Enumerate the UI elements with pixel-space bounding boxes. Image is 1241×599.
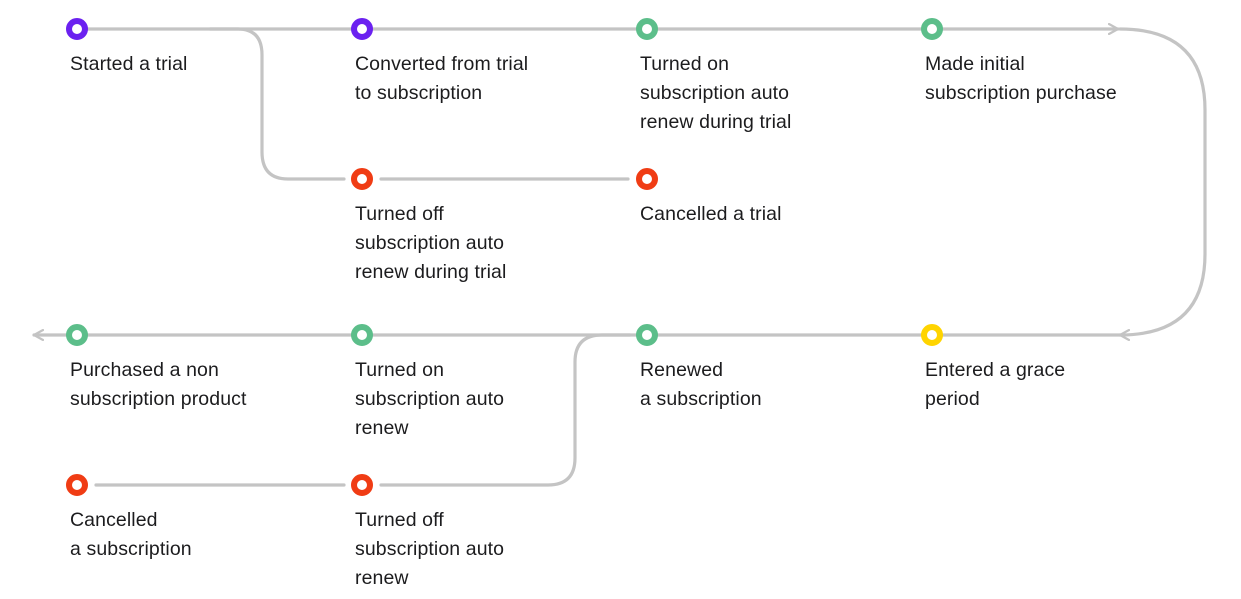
node-cancelled-a-trial[interactable] xyxy=(636,168,658,190)
node-turned-off-subscription-auto-renew-during-trial[interactable] xyxy=(351,168,373,190)
node-label-entered-a-grace-period: Entered a grace period xyxy=(925,359,1066,410)
node-label-turned-on-subscription-auto-renew: Turned on subscription auto renew xyxy=(355,359,505,439)
node-turned-on-subscription-auto-renew[interactable] xyxy=(351,324,373,346)
node-turned-on-subscription-auto-renew-during-trial[interactable] xyxy=(636,18,658,40)
node-label-made-initial-subscription-purchase: Made initial subscription purchase xyxy=(925,53,1117,104)
connector-wrap-around-right xyxy=(1118,27,1207,335)
node-made-initial-subscription-purchase[interactable] xyxy=(921,18,943,40)
node-cancelled-a-subscription[interactable] xyxy=(66,474,88,496)
node-purchased-a-non-subscription-product[interactable] xyxy=(66,324,88,346)
node-label-cancelled-a-subscription: Cancelled a subscription xyxy=(70,509,192,560)
node-label-converted-from-trial-to-subscription: Converted from trial to subscription xyxy=(355,53,529,104)
node-label-renewed-a-subscription: Renewed a subscription xyxy=(640,359,762,410)
node-label-turned-off-subscription-auto-renew: Turned off subscription auto renew xyxy=(355,509,505,589)
node-renewed-a-subscription[interactable] xyxy=(636,324,658,346)
node-turned-off-subscription-auto-renew[interactable] xyxy=(351,474,373,496)
node-entered-a-grace-period[interactable] xyxy=(921,324,943,346)
connector-row1-branch-down xyxy=(208,27,346,181)
node-label-turned-off-subscription-auto-renew-during-trial: Turned off subscription auto renew durin… xyxy=(355,203,507,283)
node-label-started-a-trial: Started a trial xyxy=(70,53,188,75)
node-started-a-trial[interactable] xyxy=(66,18,88,40)
node-label-turned-on-subscription-auto-renew-during-trial: Turned on subscription auto renew during… xyxy=(640,53,792,133)
node-converted-from-trial-to-subscription[interactable] xyxy=(351,18,373,40)
node-label-cancelled-a-trial: Cancelled a trial xyxy=(640,203,782,225)
node-label-purchased-a-non-subscription-product: Purchased a non subscription product xyxy=(70,359,247,410)
